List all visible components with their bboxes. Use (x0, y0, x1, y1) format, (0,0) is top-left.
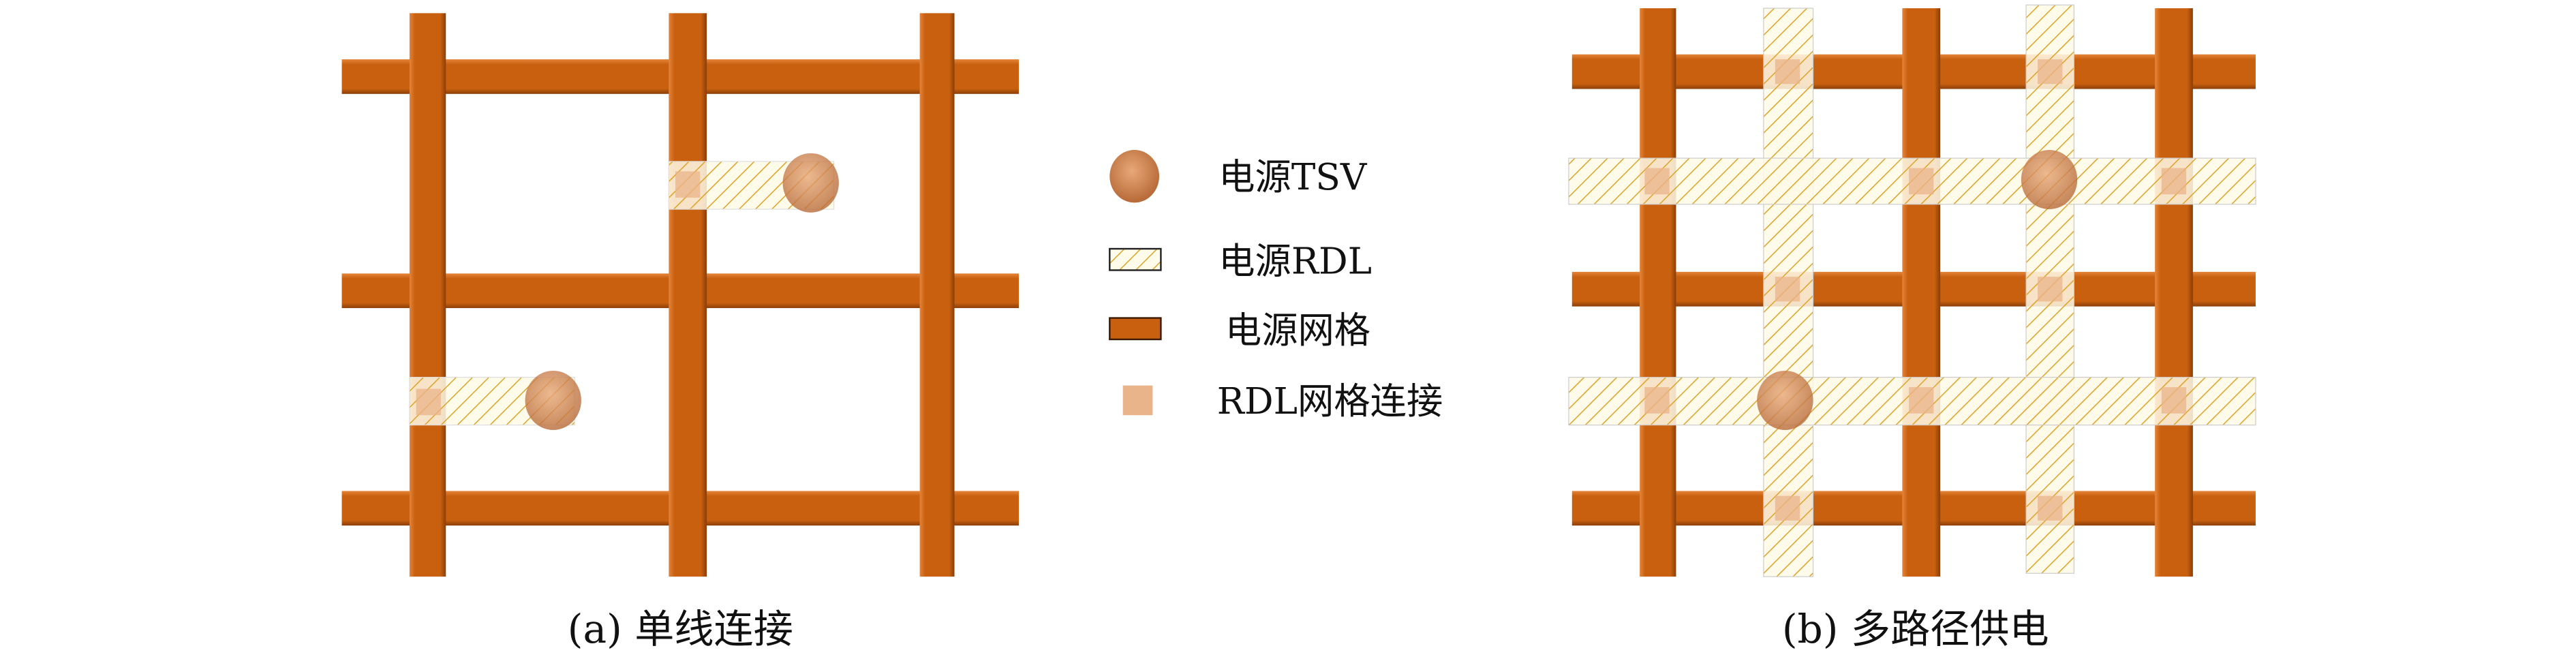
panel-b-caption: (b) 多路径供电 (1782, 606, 2049, 652)
panel-a-caption: (a) 单线连接 (568, 606, 793, 652)
power-tsvs (1757, 149, 2078, 430)
power-grid-vertical-bars (409, 13, 955, 577)
panel-a-single-line: (a) 单线连接 (341, 13, 1019, 652)
power-grid-bar-icon (1109, 317, 1162, 341)
tsv-circle-icon (1109, 149, 1159, 203)
legend-label-rdl: 电源RDL (1218, 240, 1372, 282)
power-tsvs (525, 153, 839, 430)
power-grid-vertical-bars (1640, 8, 2193, 577)
panel-b-multi-path: (b) 多路径供电 (1568, 4, 2256, 652)
legend: 电源TSV 电源RDL 电源网格 RDL网格连接 (1109, 149, 1443, 423)
rdl-grid-connection-square-icon (1122, 385, 1153, 416)
legend-label-tsv: 电源TSV (1218, 156, 1368, 198)
legend-label-grid: 电源网格 (1225, 309, 1370, 352)
rdl-grid-connections (1644, 59, 2187, 521)
rdl-grid-connections (416, 171, 701, 416)
legend-label-connection: RDL网格连接 (1217, 380, 1443, 423)
rdl-hatched-bar-icon (1109, 247, 1162, 271)
